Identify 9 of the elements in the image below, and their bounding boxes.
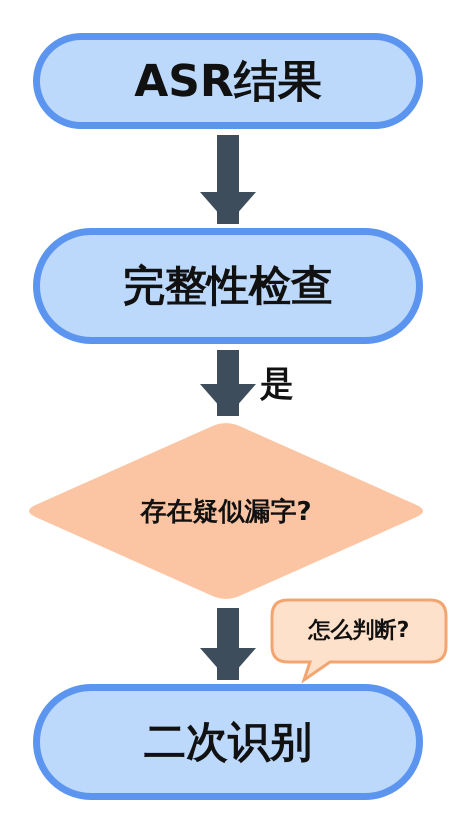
speech-bubble xyxy=(270,598,448,682)
arrow xyxy=(200,135,256,224)
arrow xyxy=(200,350,256,416)
step-label: 二次识别 xyxy=(144,716,312,768)
decision-question: 存在疑似漏字? xyxy=(140,496,312,528)
step-label: ASR结果 xyxy=(134,54,322,108)
arrow xyxy=(200,608,256,680)
step-label: 完整性检查 xyxy=(123,260,333,312)
callout-text: 怎么判断? xyxy=(308,617,410,645)
